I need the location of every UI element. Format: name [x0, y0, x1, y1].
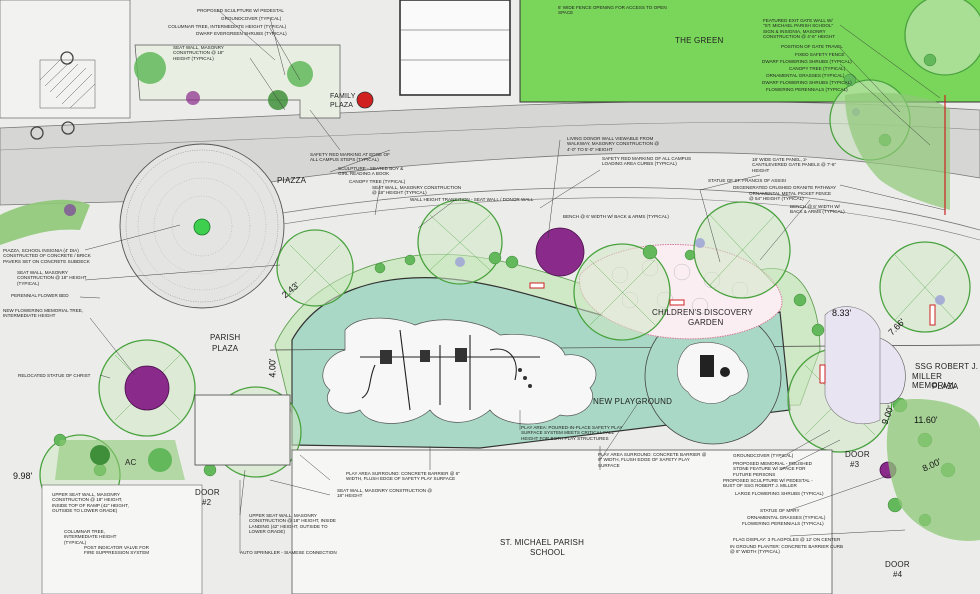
note-polished-stone-memorial: PROPOSED MEMORIAL - POLISHED STONE FEATU… [733, 461, 812, 477]
note-statue-mary: STATUE OF MARY [760, 508, 800, 513]
note-fixed-fence: FIXED SAFETY FENCE [795, 52, 845, 57]
note-wall-transition: WALL HEIGHT TRANSITION - SEAT WALL / DON… [410, 197, 534, 202]
note-gate-travel: POSITION OF GATE TRAVEL [781, 44, 843, 49]
note-groundcover: GROUNDCOVER (TYPICAL) [221, 16, 282, 21]
note-upper-seat-wall-landing: UPPER SEAT WALL, MASONRY CONSTRUCTION @ … [249, 513, 336, 535]
note-ornamental-grasses-tr: ORNAMENTAL GRASSES (TYPICAL) [766, 73, 845, 78]
door3-label-2: #3 [850, 460, 860, 469]
note-safety-red-steps: SAFETY RED MARKING AT EDGE OF ALL CAMPUS… [310, 152, 390, 163]
note-picket-fence: ORNAMENTAL METAL PICKET FENCE @ 54" HEIG… [749, 191, 832, 202]
accessible-parking-icons [30, 51, 75, 140]
note-piazza-insignia: PIAZZA, SCHOOL INSIGNIA (4' DIA) CONSTRU… [3, 248, 91, 264]
note-dwarf-shrubs-2: DWARF FLOWERING SHRUBS (TYPICAL) [762, 80, 852, 85]
lower-left-building [194, 394, 291, 466]
note-sculpture-pedestal: PROPOSED SCULPTURE W/ PEDESTAL [197, 8, 284, 13]
memorial-plaza-label-1: SSG ROBERT J. [915, 362, 979, 371]
parish-plaza-label-1: PARISH [210, 333, 241, 342]
school-building [291, 449, 833, 594]
note-columnar-tree-bl: COLUMNAR TREE, INTERMEDIATE HEIGHT (TYPI… [64, 529, 117, 545]
childrens-garden-label-1: CHILDREN'S DISCOVERY [652, 308, 753, 317]
note-seat-wall-left: SEAT WALL, MASONRY CONSTRUCTION @ 18" HE… [17, 270, 87, 286]
note-ornamental-grasses-br: ORNAMENTAL GRASSES (TYPICAL) [747, 515, 826, 520]
dimension-3: 8.33' [832, 308, 852, 318]
the-green-lawn [520, 0, 980, 102]
note-seat-wall-top: SEAT WALL, MASONRY CONSTRUCTION @ 18" HE… [173, 45, 224, 61]
parking-hatch [39, 59, 96, 109]
note-dwarf-shrubs-1: DWARF FLOWERING SHRUBS (TYPICAL) [762, 59, 852, 64]
note-memorial-tree: NEW FLOWERING MEMORIAL TREE, INTERMEDIAT… [3, 308, 84, 319]
door4-label-1: DOOR [885, 560, 910, 569]
new-playground-label: NEW PLAYGROUND [593, 397, 673, 406]
note-perennials-tr: FLOWERING PERENNIALS (TYPICAL) [766, 87, 848, 92]
note-statue-christ: RELOCATED STATUE OF CHRIST [18, 373, 91, 378]
note-canopy-tree-tr: CANOPY TREE (TYPICAL) [789, 66, 846, 71]
note-large-shrubs: LARGE FLOWERING SHRUBS (TYPICAL) [735, 491, 824, 496]
childrens-garden-label-2: GARDEN [688, 318, 724, 327]
note-bench-center: BENCH @ 6' WIDTH W/ BACK & ARMS (TYPICAL… [563, 214, 669, 219]
note-play-surround-2: PLAY AREA SURROUND: CONCRETE BARRIER @ 6… [598, 452, 707, 468]
ac-label: AC [125, 458, 137, 467]
piazza-circle [119, 143, 285, 309]
note-seat-wall-bottom: SEAT WALL, MASONRY CONSTRUCTION @ 18" HE… [337, 488, 433, 499]
family-plaza-label: FAMILY PLAZA [330, 93, 356, 109]
dimension-8: 9.98' [13, 471, 33, 481]
lower-left-planting [55, 440, 185, 480]
note-perennials-br: FLOWERING PERENNIALS (TYPICAL) [742, 521, 824, 526]
note-auto-sprinkler: AUTO SPRINKLER - SIAMESE CONNECTION [240, 550, 337, 555]
note-canopy-tree-center: CANOPY TREE (TYPICAL) [349, 179, 406, 184]
memorial-plaza-label-3: PLAZA [932, 382, 959, 391]
note-st-francis: STATUE OF ST. FRANCIS OF ASSISI [708, 178, 786, 183]
top-left-lot [0, 0, 131, 119]
door3-label-1: DOOR [845, 450, 870, 459]
door4-label-2: #4 [893, 570, 903, 579]
note-bust-sculpture: PROPOSED SCULPTURE W/ PEDESTAL - BUST OF… [723, 478, 813, 489]
right-planting-bed [886, 399, 980, 541]
note-ground-planter: IN GROUND PLANTER: CONCRETE BARRIER CURB… [730, 544, 844, 555]
school-label-1: ST. MICHAEL PARISH [500, 538, 585, 547]
note-columnar-tree: COLUMNAR TREE, INTERMEDIATE HEIGHT (TYPI… [168, 24, 287, 29]
note-upper-seat-wall-ramp: UPPER SEAT WALL, MASONRY CONSTRUCTION @ … [52, 492, 129, 514]
flowering-trees [124, 227, 897, 479]
note-bench-right: BENCH @ 6' WIDTH W/ BACK & ARMS (TYPICAL… [790, 204, 845, 215]
door2-label-2: #2 [202, 498, 212, 507]
door2-label-1: DOOR [195, 488, 220, 497]
note-gate-panel: 18' WIDE GATE PANEL, 2-CANTILEVERED GATE… [752, 157, 837, 173]
dimension-6: 11.60' [914, 415, 938, 425]
note-dwarf-evergreen: DWARF EVERGREEN SHRUBS (TYPICAL) [196, 31, 287, 36]
note-post-indicator-valve: POST INDICATOR VALVE FOR FIRE SUPPRESSIO… [84, 545, 150, 556]
fenced-court [399, 0, 511, 96]
dimension-2: 4.00' [267, 358, 278, 378]
parish-plaza-label-2: PLAZA [212, 344, 239, 353]
note-living-donor-wall: LIVING DONOR WALL VIEWABLE FROM WALKWAY,… [567, 136, 660, 152]
note-play-surround-1: PLAY AREA SURROUND: CONCRETE BARRIER @ 6… [346, 471, 460, 482]
note-exit-gate-wall: FEATURED EXIT GATE WALL W/ "ST. MICHAEL … [763, 18, 835, 40]
the-green-label: THE GREEN [675, 36, 724, 45]
note-fence-opening: 6' WIDE FENCE OPENING FOR ACCESS TO OPEN… [558, 5, 667, 16]
memorial-plaza-label-2: MILLER MEMORIAL [912, 372, 957, 390]
school-label-2: SCHOOL [530, 548, 565, 557]
note-play-area-surface: PLAY AREA: POURED-IN-PLACE SAFETY PLAY S… [521, 425, 623, 441]
top-right-planter [845, 92, 950, 210]
note-groundcover-br: GROUNDCOVER (TYPICAL) [733, 453, 794, 458]
note-granite-path: DEGENERATED CRUSHED GRANITE PATHWAY [733, 185, 837, 190]
note-loading-curbs: SAFETY RED MARKING OF ALL CAMPUS LOADING… [602, 156, 692, 167]
note-flag-display: FLAG DISPLAY: 3 FLAGPOLES @ 12' ON CENTE… [733, 537, 841, 542]
play-structure-1 [322, 317, 597, 425]
note-seat-wall-center: SEAT WALL, MASONRY CONSTRUCTION @ 18" HE… [372, 185, 462, 196]
piazza-label: PIAZZA [277, 176, 307, 185]
note-perennial-bed: PERENNIAL FLOWER BED [11, 293, 69, 298]
note-sculpture-boy-girl: SCULPTURE - SEATED BOY & GIRL READING A … [338, 166, 404, 177]
